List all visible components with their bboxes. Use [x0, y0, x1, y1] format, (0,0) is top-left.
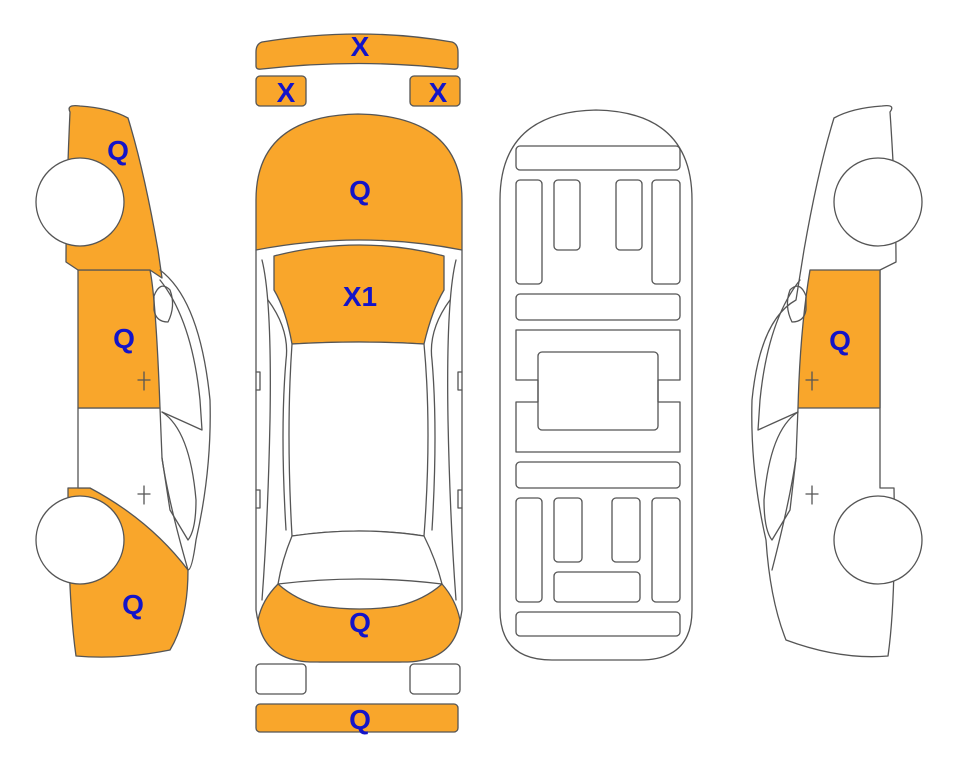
- front-left-lamp-panel[interactable]: [255, 75, 307, 107]
- left-mirror: [153, 285, 174, 323]
- top-left-rear-mirror: [255, 489, 261, 509]
- top-left-mirror: [255, 371, 261, 391]
- right-door-handle-front: [805, 371, 819, 391]
- right-window-line: [757, 279, 801, 431]
- underbody-center-panel: [537, 351, 659, 431]
- roof-panel[interactable]: [288, 341, 429, 537]
- left-rear-quarter-label: Q: [122, 589, 144, 620]
- top-right-side-line: [447, 259, 457, 601]
- underbody-spare-well: [553, 571, 641, 603]
- rear-bumper-label: Q: [349, 704, 371, 735]
- right-front-door-label: Q: [829, 325, 851, 356]
- top-right-rear-mirror: [457, 489, 463, 509]
- underbody-front-right-rail: [651, 179, 681, 285]
- left-front-door-label: Q: [113, 323, 135, 354]
- top-left-pillar: [267, 299, 288, 531]
- front-bumper-panel[interactable]: [255, 33, 459, 70]
- right-door-handle-rear: [805, 485, 819, 505]
- left-window-line: [159, 279, 203, 431]
- underbody-front-left-inner: [553, 179, 581, 251]
- trunk-panel[interactable]: [257, 583, 461, 663]
- left-front-fender-label: Q: [107, 135, 129, 166]
- left-door-handle-rear: [137, 485, 151, 505]
- underbody-outline[interactable]: [499, 109, 693, 661]
- right-rear-wheel: [833, 495, 923, 585]
- underbody-rear-right-inner: [611, 497, 641, 563]
- windshield-label: X1: [343, 281, 377, 312]
- underbody-front-left-rail: [515, 179, 543, 285]
- top-right-pillar: [430, 299, 451, 531]
- front-bumper-label: X: [351, 31, 370, 62]
- trunk-label: Q: [349, 607, 371, 638]
- underbody-rear-right-rail: [651, 497, 681, 603]
- underbody-mid-crossmember: [515, 293, 681, 321]
- hood-panel[interactable]: [255, 113, 463, 251]
- hood-label: Q: [349, 175, 371, 206]
- left-side-view: Q Q Q: [35, 104, 211, 658]
- underbody-front-crossmember: [515, 145, 681, 171]
- front-right-lamp-label: X: [429, 77, 448, 108]
- underbody-rear-bumper-beam: [515, 611, 681, 637]
- underbody-view: [499, 109, 693, 661]
- top-view: X X X Q X1 Q Q: [255, 31, 463, 735]
- rear-bumper-panel[interactable]: [255, 703, 459, 733]
- underbody-rear-left-inner: [553, 497, 583, 563]
- rear-right-lamp-panel[interactable]: [409, 663, 461, 695]
- underbody-rear-crossmember: [515, 461, 681, 489]
- left-front-door-panel[interactable]: [77, 269, 161, 409]
- right-window-line-2: [763, 411, 799, 541]
- left-front-wheel: [35, 157, 125, 247]
- rear-window-panel[interactable]: [277, 530, 443, 585]
- top-left-side-line: [261, 259, 271, 601]
- left-rear-wheel: [35, 495, 125, 585]
- right-front-door-panel[interactable]: [797, 269, 881, 409]
- front-left-lamp-label: X: [277, 77, 296, 108]
- top-right-mirror: [457, 371, 463, 391]
- front-right-lamp-panel[interactable]: [409, 75, 461, 107]
- underbody-rear-left-rail: [515, 497, 543, 603]
- right-mirror: [786, 285, 807, 323]
- left-door-handle-front: [137, 371, 151, 391]
- left-body-outline: [159, 269, 211, 571]
- right-side-view: Q: [751, 104, 923, 658]
- left-window-line-2: [161, 411, 197, 541]
- underbody-front-right-inner: [615, 179, 643, 251]
- right-front-wheel: [833, 157, 923, 247]
- rear-left-lamp-panel[interactable]: [255, 663, 307, 695]
